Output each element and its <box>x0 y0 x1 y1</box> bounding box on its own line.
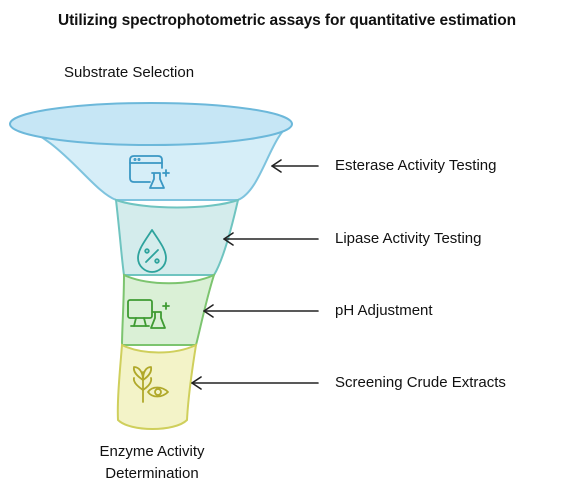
funnel-rim <box>9 102 293 146</box>
step-label-lipase: Lipase Activity Testing <box>335 230 482 247</box>
arrow-esterase <box>271 159 319 173</box>
bottom-label-line-1: Enzyme Activity <box>99 443 205 460</box>
funnel-stage-2 <box>114 198 240 276</box>
bottom-label-line-2: Determination <box>105 465 199 482</box>
diagram-title: Utilizing spectrophotometric assays for … <box>58 12 516 29</box>
funnel-bottom-label: Enzyme Activity Determination <box>62 441 242 485</box>
plant-eye-icon <box>132 366 169 403</box>
browser-flask-icon <box>129 155 170 189</box>
percent-drop-icon <box>137 229 167 273</box>
step-label-screening: Screening Crude Extracts <box>335 374 506 391</box>
arrow-screening <box>191 376 319 390</box>
arrow-lipase <box>223 232 319 246</box>
arrow-ph <box>203 304 319 318</box>
funnel-stage-3 <box>120 273 216 346</box>
funnel-top-label: Substrate Selection <box>64 64 195 81</box>
monitor-flask-icon <box>127 299 170 329</box>
step-label-ph: pH Adjustment <box>335 302 433 319</box>
step-label-esterase: Esterase Activity Testing <box>335 157 497 174</box>
